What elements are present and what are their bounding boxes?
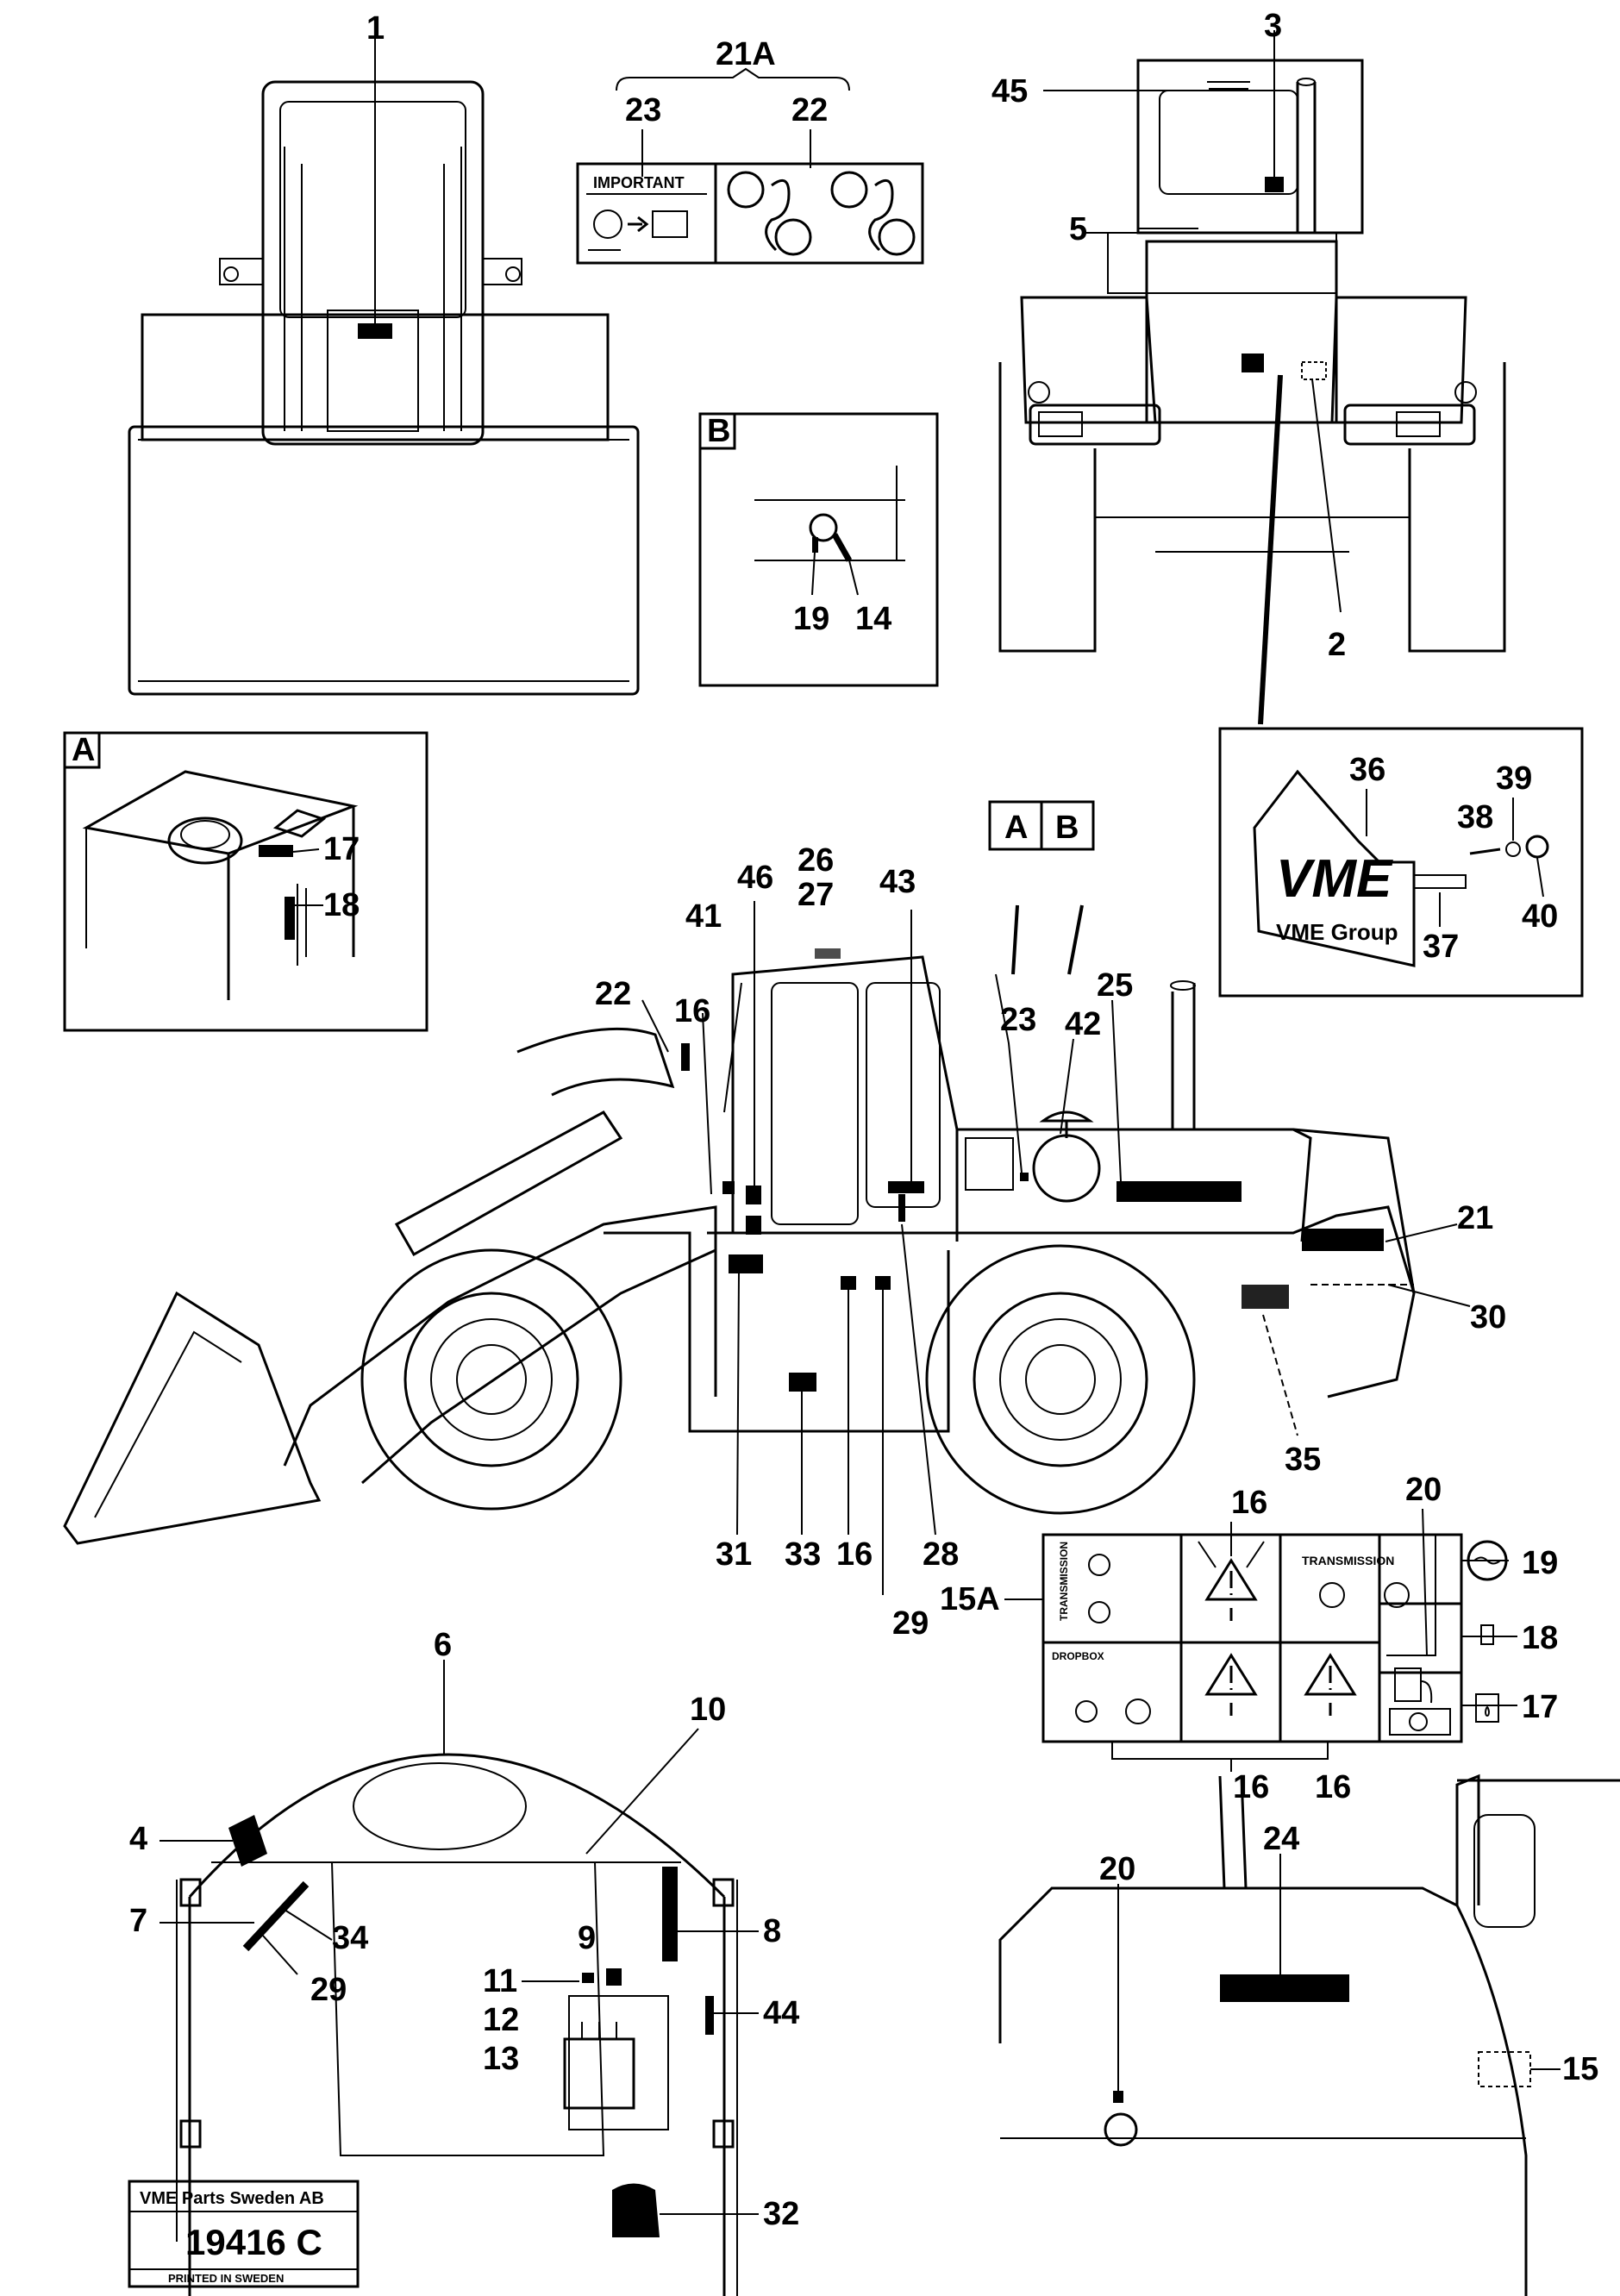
- callout-45: 45: [991, 73, 1028, 109]
- callout-13: 13: [483, 2041, 519, 2077]
- callout-39: 39: [1496, 760, 1532, 797]
- callout-16-panel-left: 16: [1233, 1769, 1269, 1805]
- hook-icons: [727, 171, 916, 256]
- ref-B: B: [1055, 810, 1079, 846]
- detail-B-label: B: [707, 413, 730, 449]
- callout-26: 26: [797, 842, 834, 879]
- callout-12: 12: [483, 2002, 519, 2038]
- detail-A-label: A: [72, 732, 95, 768]
- callout-18-detail-A: 18: [323, 887, 360, 923]
- title-block: VME Parts Sweden AB 19416 C PRINTED IN S…: [128, 2180, 360, 2288]
- callout-11: 11: [483, 1963, 517, 1999]
- decal-15A-transmission-label: TRANSMISSION: [1302, 1554, 1394, 1567]
- callout-16-side-top: 16: [674, 993, 710, 1029]
- hood-rear-partial-view: 24 20 15: [998, 1774, 1620, 2296]
- callout-19-panel: 19: [1522, 1545, 1558, 1581]
- callout-10: 10: [690, 1692, 726, 1728]
- callout-3: 3: [1264, 8, 1282, 44]
- detail-B: B 19 14: [698, 412, 939, 687]
- callout-29-side: 29: [892, 1605, 929, 1642]
- callout-23-top: 23: [625, 92, 661, 128]
- decal-15A-panel: TRANSMISSION TRANSMISSION DROPBOX 16 20 …: [940, 1472, 1558, 1805]
- callout-19-detail-B: 19: [793, 601, 829, 637]
- callout-17-panel: 17: [1522, 1689, 1558, 1725]
- callout-20-hood: 20: [1099, 1851, 1135, 1887]
- warning-triangle-icons: [1204, 1558, 1357, 1716]
- callout-25: 25: [1097, 967, 1133, 1004]
- title-company: VME Parts Sweden AB: [140, 2189, 324, 2208]
- callout-42: 42: [1065, 1006, 1101, 1042]
- plate-group: VME Group: [1276, 919, 1398, 945]
- callout-23-side: 23: [1000, 1002, 1036, 1038]
- callout-8: 8: [763, 1913, 781, 1949]
- callout-2: 2: [1328, 627, 1346, 663]
- callout-15: 15: [1562, 2051, 1598, 2087]
- callout-17-detail-A: 17: [323, 831, 360, 867]
- callout-32: 32: [763, 2196, 799, 2232]
- callout-28: 28: [923, 1536, 959, 1573]
- callout-22-side: 22: [595, 976, 631, 1012]
- rear-view: 3 45 5 2: [991, 8, 1506, 725]
- callout-16-panel-top: 16: [1231, 1485, 1267, 1521]
- callout-6: 6: [434, 1627, 452, 1663]
- plate-brand: VME: [1276, 849, 1393, 909]
- callout-1: 1: [366, 10, 385, 47]
- callout-9: 9: [578, 1920, 596, 1956]
- detail-A: A 17 18: [63, 731, 428, 1032]
- title-number: 19416 C: [185, 2222, 322, 2262]
- callout-27: 27: [797, 877, 834, 913]
- callout-16-panel-right: 16: [1315, 1769, 1351, 1805]
- callout-21A: 21A: [716, 36, 776, 72]
- callout-38: 38: [1457, 799, 1493, 835]
- callout-44: 44: [763, 1995, 799, 2031]
- callout-15A: 15A: [940, 1581, 1000, 1617]
- callout-41: 41: [685, 898, 722, 935]
- gear-icons: [1075, 1554, 1410, 1724]
- callout-40: 40: [1522, 898, 1558, 935]
- side-view: A B 26 27 46 43 41 23 42 25 22 16 21 30 …: [63, 800, 1506, 1642]
- callout-33: 33: [785, 1536, 821, 1573]
- callout-37: 37: [1423, 929, 1459, 965]
- callout-16-side-bottom: 16: [836, 1536, 873, 1573]
- decal-important-label: IMPORTANT: [593, 174, 685, 191]
- fuel-pump-icon: [1394, 1667, 1422, 1702]
- decal-21A-detail: 21A 23 22 IMPORTANT: [576, 36, 924, 265]
- decal-15A-side-label: TRANSMISSION: [1058, 1542, 1070, 1621]
- callout-46: 46: [737, 860, 773, 896]
- callout-29-cab: 29: [310, 1972, 347, 2008]
- callout-7: 7: [129, 1903, 147, 1939]
- callout-22-top: 22: [791, 92, 828, 128]
- callout-24: 24: [1263, 1821, 1299, 1857]
- callout-34: 34: [332, 1920, 368, 1956]
- callout-18-panel: 18: [1522, 1620, 1558, 1656]
- callout-14: 14: [855, 601, 891, 637]
- title-printed: PRINTED IN SWEDEN: [168, 2272, 284, 2285]
- front-view: 1: [128, 10, 640, 696]
- callout-31: 31: [716, 1536, 752, 1573]
- callout-43: 43: [879, 864, 916, 900]
- ref-A: A: [1004, 810, 1028, 846]
- callout-21: 21: [1457, 1200, 1493, 1236]
- vme-plate-detail: VME VME Group 36 38 39 40 37: [1218, 727, 1584, 998]
- callout-20-panel: 20: [1405, 1472, 1442, 1508]
- decal-15A-dropbox-label: DROPBOX: [1052, 1650, 1104, 1662]
- callout-35: 35: [1285, 1442, 1321, 1478]
- callout-5: 5: [1069, 211, 1087, 247]
- callout-4: 4: [129, 1821, 147, 1857]
- callout-36: 36: [1349, 752, 1385, 788]
- callout-30: 30: [1470, 1299, 1506, 1336]
